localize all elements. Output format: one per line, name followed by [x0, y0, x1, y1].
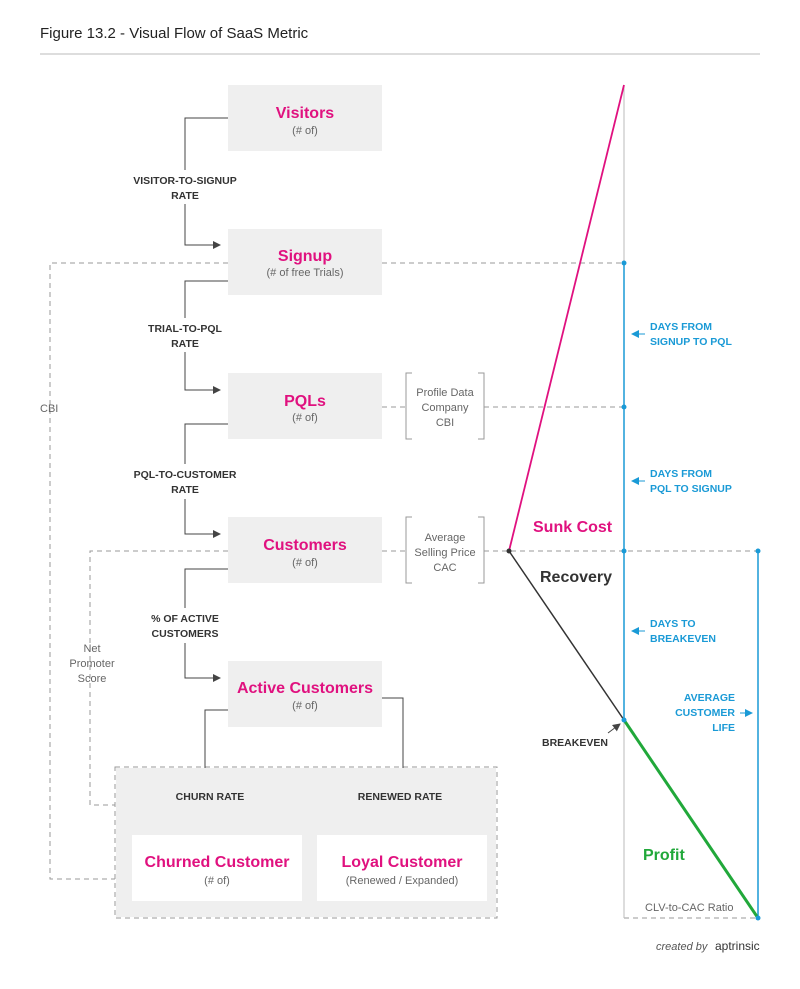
- nps-label-line-3: Score: [78, 673, 107, 685]
- active-customers-title: Active Customers: [237, 680, 373, 697]
- trial-pql-rate-line-2: RATE: [171, 338, 199, 350]
- info-brackets: [405, 372, 485, 584]
- visitors-box: [228, 85, 382, 151]
- days-breakeven-line-2: BREAKEVEN: [650, 633, 716, 645]
- customer-marker: [621, 548, 627, 554]
- breakeven-marker: [621, 717, 627, 723]
- figure-title: Figure 13.2 - Visual Flow of SaaS Metric: [40, 25, 309, 42]
- active-customers-subtitle: (# of): [292, 700, 318, 712]
- days-signup-pql-line-1: DAYS FROM: [650, 321, 712, 333]
- visitors-title: Visitors: [276, 105, 335, 122]
- signup-marker: [621, 260, 627, 266]
- life-start-marker: [755, 548, 761, 554]
- nps-label-line-2: Promoter: [69, 658, 115, 670]
- trial-pql-rate-line-1: TRIAL-TO-PQL: [148, 323, 222, 335]
- breakeven-label: BREAKEVEN: [542, 737, 608, 749]
- churned-customer-title: Churned Customer: [145, 854, 290, 871]
- visitor-signup-rate-line-1: VISITOR-TO-SIGNUP: [133, 175, 236, 187]
- customer-info-line-1: Average: [425, 532, 466, 544]
- sunk-cost-line: [508, 84, 625, 552]
- sunk-cost-label: Sunk Cost: [533, 519, 613, 536]
- profit-label: Profit: [643, 847, 685, 864]
- days-breakeven-line-1: DAYS TO: [650, 618, 696, 630]
- renewed-rate-label: RENEWED RATE: [358, 791, 442, 803]
- days-pql-signup-line-1: DAYS FROM: [650, 468, 712, 480]
- active-customers-rate-line-1: % OF ACTIVE: [151, 613, 219, 625]
- pql-info-line-3: CBI: [436, 417, 454, 429]
- pqls-subtitle: (# of): [292, 412, 318, 424]
- loyal-customer-title: Loyal Customer: [342, 854, 463, 871]
- nps-label-line-1: Net: [83, 643, 100, 655]
- pivot-marker: [506, 548, 512, 554]
- visitor-signup-rate-line-2: RATE: [171, 190, 199, 202]
- ratio-marker: [755, 915, 761, 921]
- pqls-box: [228, 373, 382, 439]
- customer-info-line-2: Selling Price: [414, 547, 475, 559]
- customers-title: Customers: [263, 537, 347, 554]
- recovery-line: [508, 550, 625, 721]
- credit-prefix: created by: [656, 941, 709, 953]
- recovery-label: Recovery: [540, 569, 612, 586]
- pql-info-line-2: Company: [421, 402, 469, 414]
- loyal-customer-subtitle: (Renewed / Expanded): [346, 875, 459, 887]
- pql-customer-rate-line-1: PQL-TO-CUSTOMER: [134, 469, 237, 481]
- active-customers-box: [228, 661, 382, 727]
- avg-life-line-1: AVERAGE: [684, 692, 735, 704]
- breakeven-arrow: [607, 723, 621, 734]
- churned-customer-subtitle: (# of): [204, 875, 230, 887]
- churn-rate-label: CHURN RATE: [176, 791, 245, 803]
- customers-box: [228, 517, 382, 583]
- profit-line: [622, 719, 760, 919]
- churned-customer-box: [132, 835, 302, 901]
- signup-box: [228, 229, 382, 295]
- days-pql-signup-line-2: PQL TO SIGNUP: [650, 483, 732, 495]
- pql-customer-rate-line-2: RATE: [171, 484, 199, 496]
- pqls-title: PQLs: [284, 393, 326, 410]
- credit-brand-logo: aptrinsic: [715, 939, 760, 953]
- signup-title: Signup: [278, 248, 332, 265]
- avg-life-line-2: CUSTOMER: [675, 707, 735, 719]
- pql-info-line-1: Profile Data: [416, 387, 474, 399]
- avg-life-line-3: LIFE: [712, 722, 735, 734]
- clv-cac-ratio-label: CLV-to-CAC Ratio: [645, 902, 733, 914]
- active-customers-rate-line-2: CUSTOMERS: [152, 628, 219, 640]
- loyal-customer-box: [317, 835, 487, 901]
- customers-subtitle: (# of): [292, 557, 318, 569]
- days-signup-pql-line-2: SIGNUP TO PQL: [650, 336, 732, 348]
- signup-subtitle: (# of free Trials): [266, 267, 343, 279]
- cbi-label: CBI: [40, 403, 58, 415]
- visitors-subtitle: (# of): [292, 125, 318, 137]
- pql-marker: [621, 404, 627, 410]
- customer-info-line-3: CAC: [433, 562, 456, 574]
